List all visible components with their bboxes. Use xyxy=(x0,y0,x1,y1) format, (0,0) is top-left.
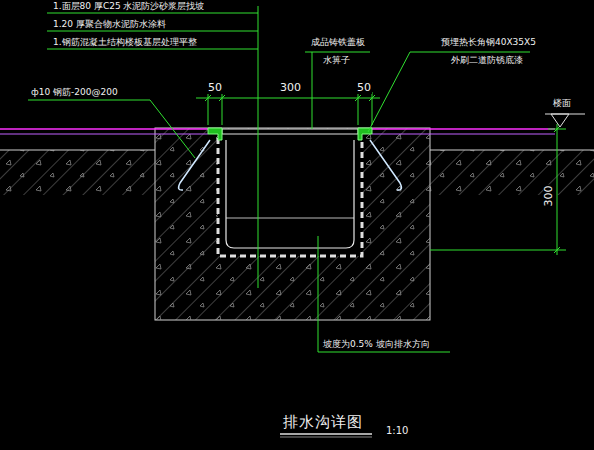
angle-steel xyxy=(358,128,372,140)
note-leader xyxy=(47,6,258,288)
part-name: 预埋热长角钢40X35X5 xyxy=(440,38,537,48)
part-name: 成品铸铁盖板 xyxy=(310,38,366,48)
finish-note: 外刷二道防锈底漆 xyxy=(450,56,524,66)
rebar-anchor xyxy=(179,140,210,190)
part-name: 水箅子 xyxy=(322,56,351,66)
cast-iron-grate xyxy=(222,129,358,134)
slope-note: 坡度为0.5% 坡向排水方向 xyxy=(322,340,431,350)
dimension-text: 50 xyxy=(207,82,223,94)
slope-leader xyxy=(318,236,450,352)
dimension-text: 300 xyxy=(543,185,555,208)
dimension-text: 50 xyxy=(356,82,372,94)
steel-channel xyxy=(226,140,354,248)
rebar-note: ф10 钢筋-200@200 xyxy=(30,88,119,98)
grate-leader xyxy=(305,52,370,53)
finish-line xyxy=(0,128,208,130)
layer-note: 1.钢筋混凝土结构楼板基层处理平整 xyxy=(52,38,198,48)
rebar-anchor xyxy=(370,140,401,190)
dimension-line xyxy=(196,92,380,125)
ditch-aggregate xyxy=(155,128,430,320)
rebar-leader xyxy=(28,100,195,158)
ditch-body xyxy=(155,128,430,320)
level-line xyxy=(545,114,585,115)
drawing-title: 排水沟详图 xyxy=(282,414,364,431)
ditch-cavity xyxy=(218,132,362,256)
finish-line xyxy=(372,128,555,130)
screed-line xyxy=(372,134,555,135)
waterproof-layer xyxy=(218,138,362,256)
title-underline xyxy=(280,433,372,435)
channel-bottom-line xyxy=(226,218,354,219)
level-label: 楼面 xyxy=(552,99,572,109)
title-underline xyxy=(280,437,372,438)
level-symbol xyxy=(551,114,569,127)
layer-note: 1.20 厚聚合物水泥防水涂料 xyxy=(52,20,167,30)
ditch-body-ground xyxy=(155,128,430,320)
scale-text: 1:10 xyxy=(385,425,409,436)
dimension-text: 300 xyxy=(279,82,302,94)
grate-leader xyxy=(312,52,313,129)
layer-note: 1.面层80 厚C25 水泥防沙砂浆层找坡 xyxy=(52,2,206,12)
angle-leader xyxy=(368,52,530,132)
angle-steel xyxy=(208,128,222,140)
height-dimension xyxy=(430,124,566,255)
